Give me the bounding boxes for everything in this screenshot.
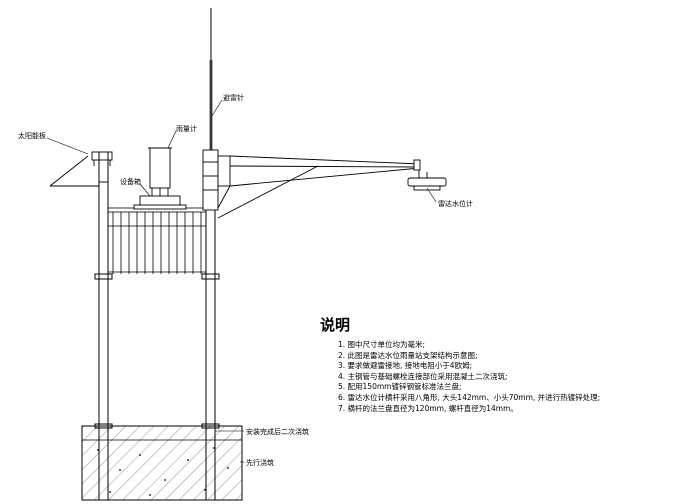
radar-level-meter-label: 雷达水位计 — [438, 199, 473, 208]
rain-gauge-label: 雨量计 — [176, 124, 197, 133]
lightning-rod-label: 避雷针 — [223, 93, 244, 102]
solar-panel — [49, 151, 113, 187]
leader-lines — [46, 99, 437, 463]
note-item: 3. 要求做避雷接地, 接地电阻小于4欧姆; — [338, 361, 473, 371]
notes-title: 说明 — [320, 316, 351, 334]
radar-level-meter — [407, 159, 447, 191]
lightning-rod — [209, 8, 213, 150]
notes-section: 说明 1. 图中尺寸单位均为毫米; 2. 此图是雷达水位雨量站支架结构示意图; … — [320, 316, 696, 414]
note-item: 1. 图中尺寸单位均为毫米; — [338, 340, 426, 349]
note-item: 7. 横杆的法兰盘直径为120mm, 螺杆直径为14mm。 — [338, 403, 518, 413]
mounting-bracket — [202, 149, 231, 211]
note-item: 5. 配用150mm镀锌钢管标准法兰盘; — [338, 382, 462, 392]
note-item: 4. 主钢管与基础螺栓连接部位采用混凝土二次浇筑; — [338, 371, 508, 381]
second-pour-label: 安装完成后二次浇筑 — [246, 427, 309, 436]
note-item: 6. 雷达水位计横杆采用八角形, 大头142mm、小头70mm, 并进行热镀锌处… — [338, 392, 601, 402]
support-posts — [94, 150, 220, 500]
first-pour-label: 先行浇筑 — [246, 458, 274, 467]
equipment-box-label: 设备箱 — [120, 177, 141, 186]
concrete-foundation — [81, 425, 243, 501]
notes-list: 1. 图中尺寸单位均为毫米; 2. 此图是雷达水位雨量站支架结构示意图; 3. … — [320, 340, 696, 414]
note-item: 2. 此图是雷达水位雨量站支架结构示意图; — [338, 350, 478, 360]
equipment-railing — [107, 207, 207, 274]
radar-cross-arm — [217, 155, 421, 219]
solar-panel-label: 太阳能板 — [18, 131, 46, 140]
